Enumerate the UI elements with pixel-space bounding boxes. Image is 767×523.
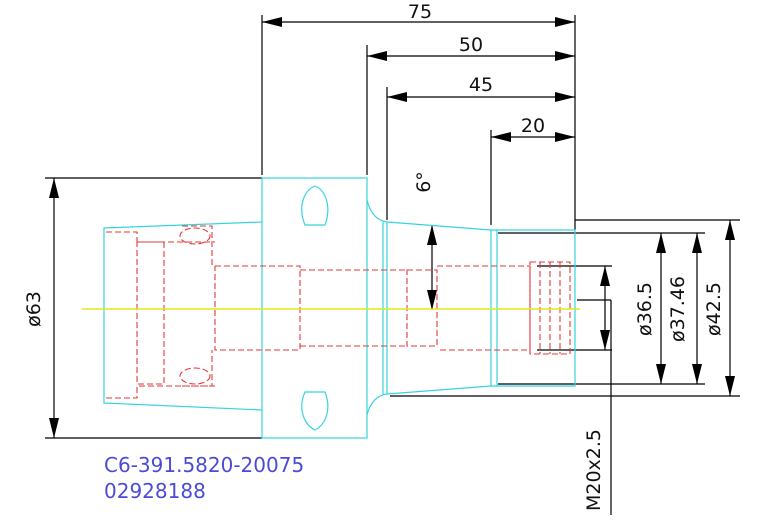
dimension-lines — [45, 15, 740, 515]
dim-label-dia-36-5: ø36.5 — [634, 282, 656, 336]
dim-label-45: 45 — [469, 74, 493, 96]
dim-label-dia-37-46: ø37.46 — [667, 276, 689, 342]
part-code: C6-391.5820-20075 — [104, 453, 304, 477]
part-number: 02928188 — [104, 479, 206, 503]
dim-label-dia-42-5: ø42.5 — [703, 282, 725, 336]
part-outline — [103, 177, 576, 439]
dim-label-dia-63: ø63 — [23, 291, 45, 327]
angle-label-6: 6° — [413, 171, 435, 193]
dim-label-75: 75 — [408, 1, 432, 23]
dim-label-20: 20 — [521, 115, 545, 137]
thread-label: M20x2.5 — [583, 429, 605, 511]
dim-label-50: 50 — [459, 34, 483, 56]
hidden-lines — [106, 225, 571, 399]
